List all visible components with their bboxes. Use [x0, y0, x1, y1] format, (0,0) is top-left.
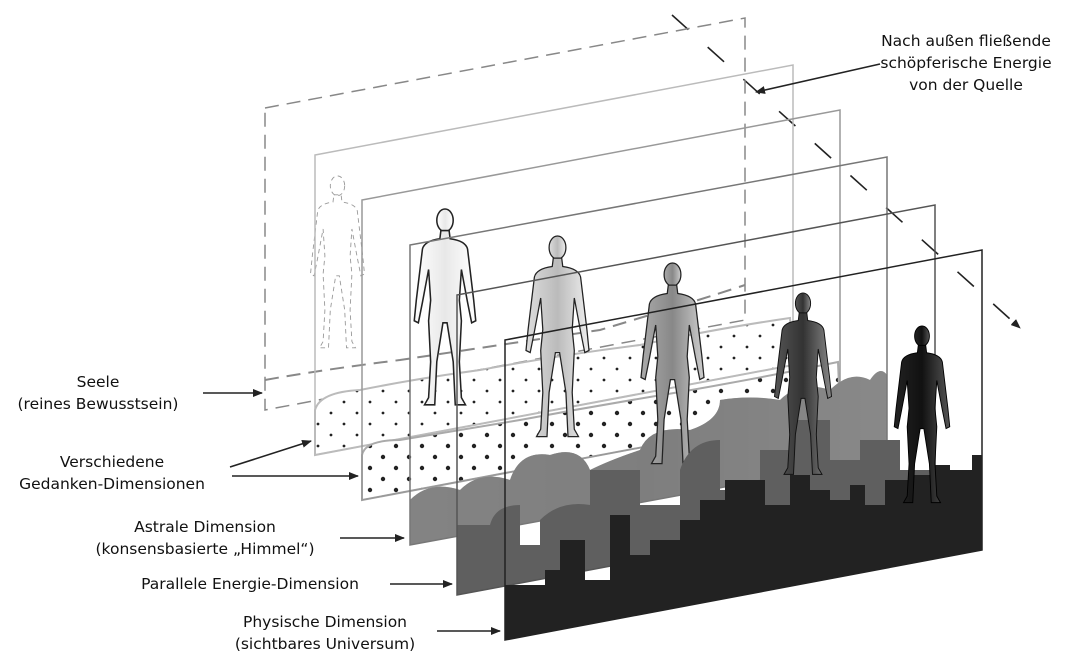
svg-text:schöpferische Energie: schöpferische Energie: [880, 54, 1051, 72]
label-soul: Seele (reines Bewusstsein): [18, 373, 263, 413]
physical-label-line-2: (sichtbares Universum): [235, 635, 415, 653]
energy-arrow: [755, 63, 881, 94]
svg-text:Parallele Energie-Dimension: Parallele Energie-Dimension: [141, 575, 359, 593]
svg-text:Seele: Seele: [77, 373, 120, 391]
thought-label-line-1: Verschiedene: [60, 453, 164, 471]
soul-figure: [309, 175, 366, 349]
svg-text:Astrale Dimension: Astrale Dimension: [134, 518, 276, 536]
soul-label-line-1: Seele: [77, 373, 120, 391]
energy-label-line-3: von der Quelle: [909, 76, 1023, 94]
physical-ground: [505, 455, 982, 640]
physical-label-line-1: Physische Dimension: [243, 613, 407, 631]
svg-text:von der Quelle: von der Quelle: [909, 76, 1023, 94]
svg-text:(sichtbares Universum): (sichtbares Universum): [235, 635, 415, 653]
label-thought: Verschiedene Gedanken-Dimensionen: [19, 439, 359, 493]
svg-text:Physische Dimension: Physische Dimension: [243, 613, 407, 631]
svg-text:Nach außen fließende: Nach außen fließende: [881, 32, 1051, 50]
plane-physical: [504, 249, 983, 641]
svg-text:Gedanken-Dimensionen: Gedanken-Dimensionen: [19, 475, 205, 493]
soul-label-line-2: (reines Bewusstsein): [18, 395, 179, 413]
label-parallel: Parallele Energie-Dimension: [141, 575, 453, 593]
astral-label-line-1: Astrale Dimension: [134, 518, 276, 536]
svg-text:(reines Bewusstsein): (reines Bewusstsein): [18, 395, 179, 413]
label-energy: Nach außen fließende schöpferische Energ…: [755, 32, 1052, 94]
label-astral: Astrale Dimension (konsensbasierte „Himm…: [95, 518, 405, 558]
astral-label-line-2: (konsensbasierte „Himmel“): [95, 540, 314, 558]
thought-ground-2-dots: [361, 360, 842, 502]
physical-plane-outline: [504, 249, 983, 641]
energy-flow-line: [671, 14, 1021, 329]
parallel-label: Parallele Energie-Dimension: [141, 575, 359, 593]
label-physical: Physische Dimension (sichtbares Universu…: [235, 613, 501, 653]
thought-arrow-1: [229, 439, 312, 468]
astral-ground-fill: [410, 371, 887, 545]
energy-label-line-2: schöpferische Energie: [880, 54, 1051, 72]
svg-text:Verschiedene: Verschiedene: [60, 453, 164, 471]
thought-label-line-2: Gedanken-Dimensionen: [19, 475, 205, 493]
svg-text:(konsensbasierte „Himmel“): (konsensbasierte „Himmel“): [95, 540, 314, 558]
energy-label-line-1: Nach außen fließende: [881, 32, 1051, 50]
